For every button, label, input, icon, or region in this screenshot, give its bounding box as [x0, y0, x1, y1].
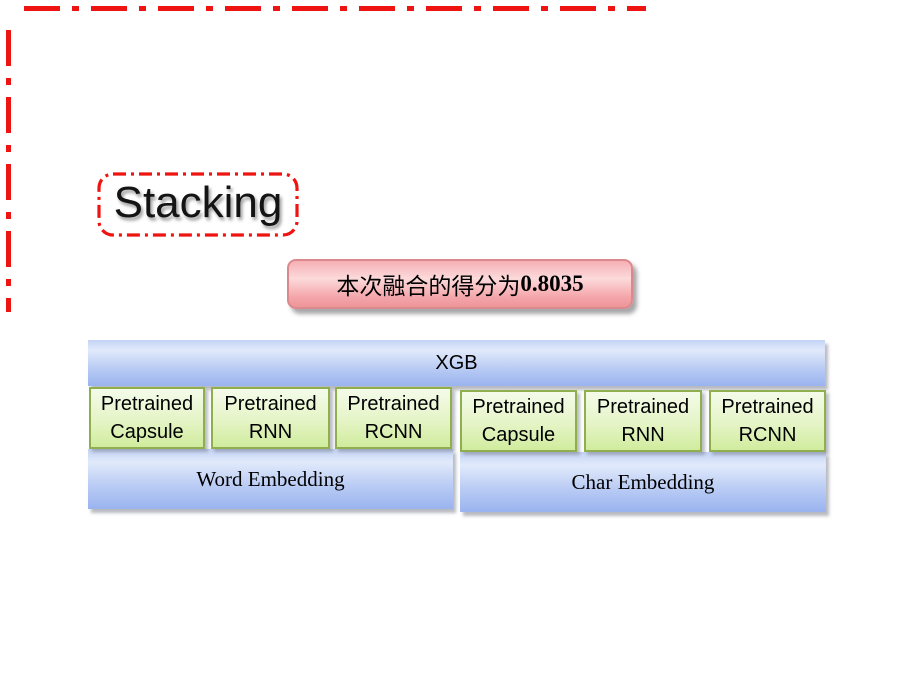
model-box-char-rnn: Pretrained RNN — [584, 390, 702, 452]
model-box-word-rcnn: Pretrained RCNN — [335, 387, 452, 449]
model-box-line2: RCNN — [364, 421, 423, 443]
model-box-char-capsule: Pretrained Capsule — [460, 390, 577, 452]
model-box-line2: RNN — [248, 421, 293, 443]
slide-title: Stacking — [113, 177, 283, 227]
title-box: Stacking — [97, 172, 299, 237]
score-value: 0.8035 — [520, 271, 584, 296]
model-box-line2: RNN — [621, 424, 665, 446]
model-box-line1: Pretrained — [721, 396, 814, 418]
char-embedding-label: Char Embedding — [571, 469, 715, 494]
model-box-line1: Pretrained — [472, 396, 565, 418]
model-box-word-rnn: Pretrained RNN — [211, 387, 330, 449]
model-box-line2: Capsule — [481, 424, 556, 446]
model-box-char-rcnn: Pretrained RCNN — [709, 390, 826, 452]
model-box-line1: Pretrained — [224, 393, 317, 415]
model-box-word-capsule: Pretrained Capsule — [89, 387, 205, 449]
slide-edge-dash-left — [6, 30, 11, 312]
slide-edge-dash-top — [24, 6, 646, 11]
model-box-line2: Capsule — [110, 421, 184, 443]
model-box-line1: Pretrained — [596, 396, 690, 418]
score-text: 本次融合的得分为 — [336, 274, 521, 299]
model-box-line1: Pretrained — [100, 393, 194, 415]
meta-model-bar: XGB — [88, 340, 825, 386]
word-embedding-label: Word Embedding — [196, 466, 345, 491]
dash-dot-border — [97, 172, 299, 237]
word-embedding-bar: Word Embedding — [88, 449, 453, 509]
meta-model-label: XGB — [435, 351, 478, 374]
model-box-line2: RCNN — [738, 424, 797, 446]
model-box-line1: Pretrained — [347, 393, 440, 415]
char-embedding-bar: Char Embedding — [460, 452, 826, 512]
